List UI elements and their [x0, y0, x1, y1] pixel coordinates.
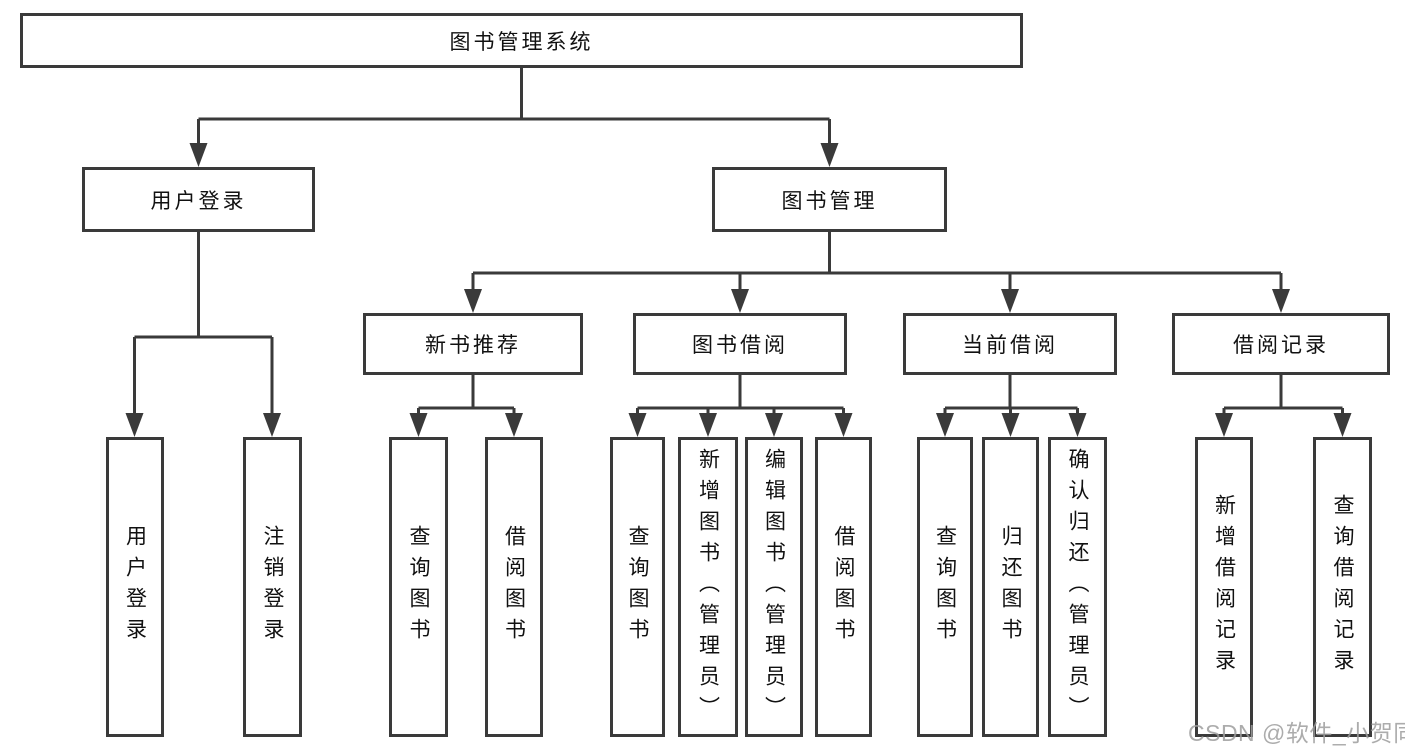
- arrowhead-down-icon: [834, 413, 853, 437]
- connector-new-book-subtree: [409, 375, 523, 437]
- arrowhead-down-icon: [464, 289, 482, 313]
- csdn-watermark: CSDN @软件_小贺同学: [1188, 720, 1405, 746]
- arrowhead-down-icon: [263, 413, 281, 437]
- arrowhead-down-icon: [820, 143, 839, 167]
- leaf-return-books: 归还图书: [982, 437, 1039, 737]
- leaf-query-books-newbook: 查询图书: [389, 437, 448, 737]
- arrowhead-down-icon: [1001, 289, 1019, 313]
- leaf-add-borrow-record: 新增借阅记录: [1195, 437, 1253, 737]
- leaf-query-borrow-record: 查询借阅记录: [1313, 437, 1372, 737]
- leaf-add-books-admin: 新增图书（管理员）: [678, 437, 738, 737]
- leaf-confirm-return-admin: 确认归还（管理员）: [1048, 437, 1107, 737]
- arrowhead-down-icon: [731, 289, 749, 313]
- leaf-query-books-current: 查询图书: [917, 437, 973, 737]
- leaf-borrow-books-newbook: 借阅图书: [485, 437, 543, 737]
- leaf-logout-login: 注销登录: [243, 437, 302, 737]
- leaf-edit-books-admin: 编辑图书（管理员）: [745, 437, 803, 737]
- connector-root-to-level2: [189, 68, 839, 167]
- arrowhead-down-icon: [409, 413, 428, 437]
- connector-current-borrowing-subtree: [936, 375, 1087, 437]
- arrowhead-down-icon: [1333, 413, 1352, 437]
- arrowhead-down-icon: [936, 413, 954, 437]
- arrowhead-down-icon: [1068, 413, 1087, 437]
- arrowhead-down-icon: [628, 413, 647, 437]
- arrowhead-down-icon: [1272, 289, 1290, 313]
- leaf-borrow-books-borrowing: 借阅图书: [815, 437, 872, 737]
- connector-borrowing-records-subtree: [1215, 375, 1352, 437]
- arrowhead-down-icon: [765, 413, 783, 437]
- node-book-borrowing: 图书借阅: [633, 313, 847, 375]
- node-new-book-recommend: 新书推荐: [363, 313, 583, 375]
- node-library-management-system: 图书管理系统: [20, 13, 1023, 68]
- arrowhead-down-icon: [189, 143, 208, 167]
- arrowhead-down-icon: [125, 413, 144, 437]
- node-borrowing-records: 借阅记录: [1172, 313, 1390, 375]
- arrowhead-down-icon: [699, 413, 717, 437]
- node-user-login: 用户登录: [82, 167, 315, 232]
- leaf-query-books-borrowing: 查询图书: [610, 437, 665, 737]
- connector-user-login-subtree: [125, 232, 281, 437]
- leaf-user-login: 用户登录: [106, 437, 164, 737]
- arrowhead-down-icon: [505, 413, 523, 437]
- node-book-management: 图书管理: [712, 167, 947, 232]
- arrowhead-down-icon: [1001, 413, 1020, 437]
- connector-book-management-subtree: [464, 232, 1290, 313]
- arrowhead-down-icon: [1215, 413, 1233, 437]
- node-current-borrowing: 当前借阅: [903, 313, 1117, 375]
- connector-book-borrowing-subtree: [628, 375, 853, 437]
